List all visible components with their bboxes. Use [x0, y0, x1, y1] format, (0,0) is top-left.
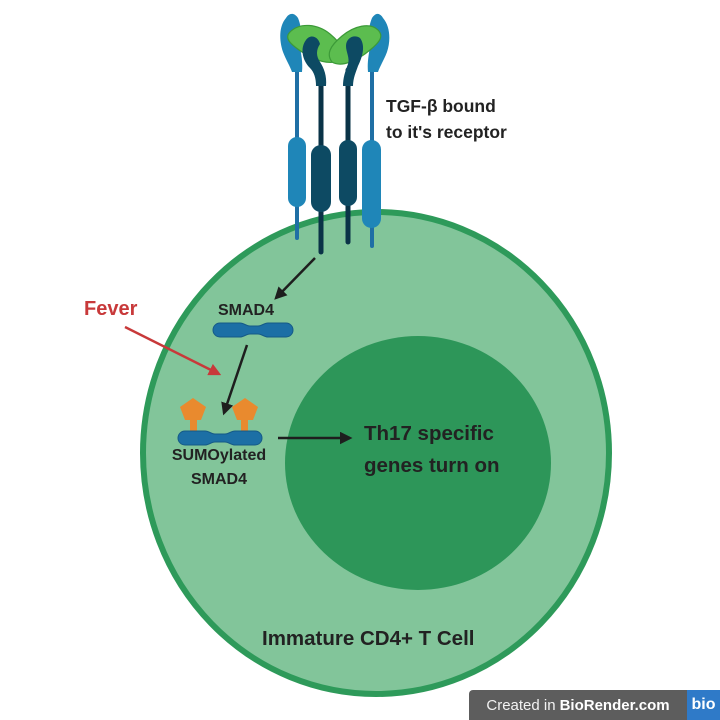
badge-brand: BioRender.com	[559, 696, 670, 714]
sumo-pentagon-left	[180, 398, 206, 420]
fever-arrow	[124, 325, 222, 376]
receptor-segment-inner-left	[311, 145, 331, 212]
nucleus	[285, 336, 551, 590]
cell-label: Immature CD4+ T Cell	[262, 627, 475, 650]
receptor-hook-inner-left	[302, 36, 327, 86]
receptor-label-line2: to it's receptor	[386, 122, 507, 142]
badge-prefix: Created in	[486, 696, 556, 714]
receptor-segment-outer-right	[362, 140, 381, 228]
genes-label: Th17 specific genes turn on	[364, 418, 500, 482]
fever-label: Fever	[84, 298, 138, 320]
sumoylated-smad4	[177, 398, 263, 446]
sumo-label-line1: SUMOylated	[171, 447, 267, 464]
sumo-label-line2: SMAD4	[190, 471, 247, 488]
biorender-logo-icon: bio	[687, 690, 720, 720]
genes-label-line2: genes turn on	[364, 454, 500, 477]
arrow-receptor-to-smad4	[274, 257, 316, 300]
genes-label-line1: Th17 specific	[364, 422, 494, 445]
receptor-segment-outer-left	[288, 137, 306, 207]
biorender-badge[interactable]: Created in BioRender.com bio	[469, 690, 720, 720]
receptor-label: TGF-β bound to it's receptor	[386, 93, 507, 145]
receptor-segment-inner-right	[339, 140, 357, 206]
sumo-stem-right	[241, 414, 248, 434]
sumo-stem-left	[190, 414, 197, 434]
badge-text: Created in BioRender.com	[469, 690, 687, 720]
arrow-smad4-to-sumoylated	[221, 344, 249, 416]
smad4-label: SMAD4	[218, 302, 275, 319]
tgf-beta-receptor	[280, 13, 390, 255]
receptor-label-line1: TGF-β bound	[386, 96, 496, 116]
sumoylated-smad4-label: SUMOylated SMAD4	[160, 444, 278, 492]
receptor-hook-inner-right	[343, 36, 364, 86]
sumoylated-smad4-protein	[177, 430, 263, 446]
smad4-protein	[212, 322, 294, 338]
sumo-pentagon-right	[232, 398, 258, 420]
